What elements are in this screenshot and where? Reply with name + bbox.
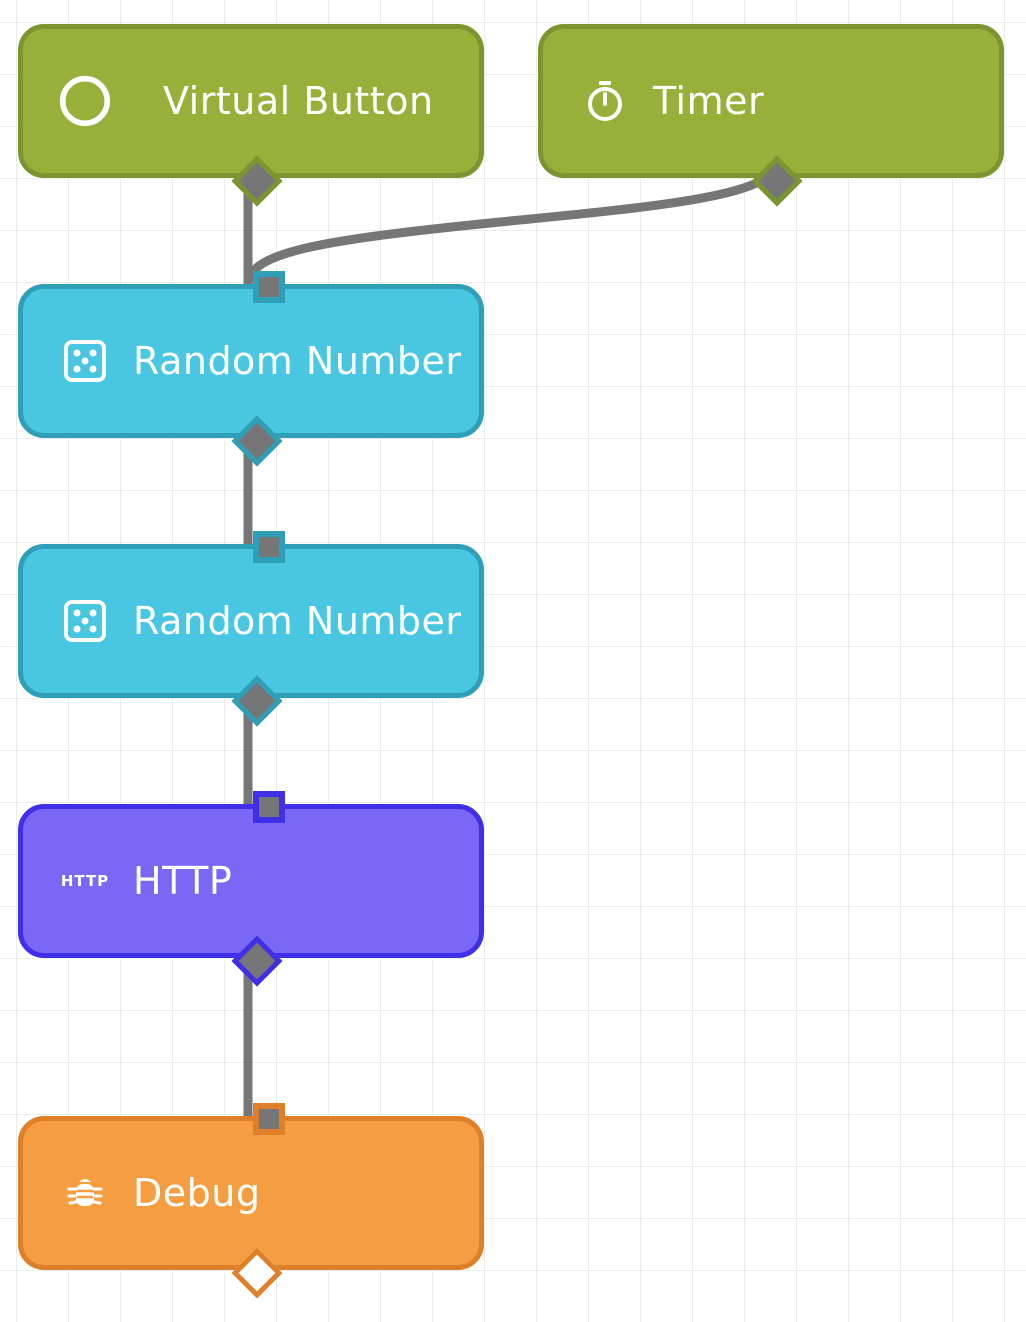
circle-ring-icon bbox=[59, 29, 111, 173]
http-icon: HTTP bbox=[59, 809, 111, 953]
node-http[interactable]: HTTP HTTP bbox=[18, 791, 484, 987]
input-port[interactable] bbox=[253, 531, 285, 563]
input-port[interactable] bbox=[253, 791, 285, 823]
node-label: Random Number bbox=[133, 339, 462, 383]
bug-icon bbox=[59, 1121, 111, 1265]
node-random-number[interactable]: Random Number bbox=[18, 531, 484, 727]
node-debug[interactable]: Debug bbox=[18, 1103, 484, 1299]
dice-icon bbox=[59, 549, 111, 693]
input-port[interactable] bbox=[253, 1103, 285, 1135]
output-port[interactable] bbox=[231, 935, 283, 987]
node-label: Debug bbox=[133, 1171, 261, 1215]
stopwatch-icon bbox=[579, 29, 631, 173]
input-port[interactable] bbox=[253, 271, 285, 303]
node-random-number[interactable]: Random Number bbox=[18, 271, 484, 467]
node-label: Timer bbox=[653, 79, 765, 123]
node-virtual-button[interactable]: Virtual Button bbox=[18, 24, 484, 207]
wire-timer-to-random-1[interactable] bbox=[243, 171, 773, 289]
node-label: Virtual Button bbox=[163, 79, 434, 123]
node-label: Random Number bbox=[133, 599, 462, 643]
http-icon-text: HTTP bbox=[60, 872, 110, 890]
node-label: HTTP bbox=[133, 859, 233, 903]
dice-icon bbox=[59, 289, 111, 433]
node-timer[interactable]: Timer bbox=[538, 24, 1004, 207]
